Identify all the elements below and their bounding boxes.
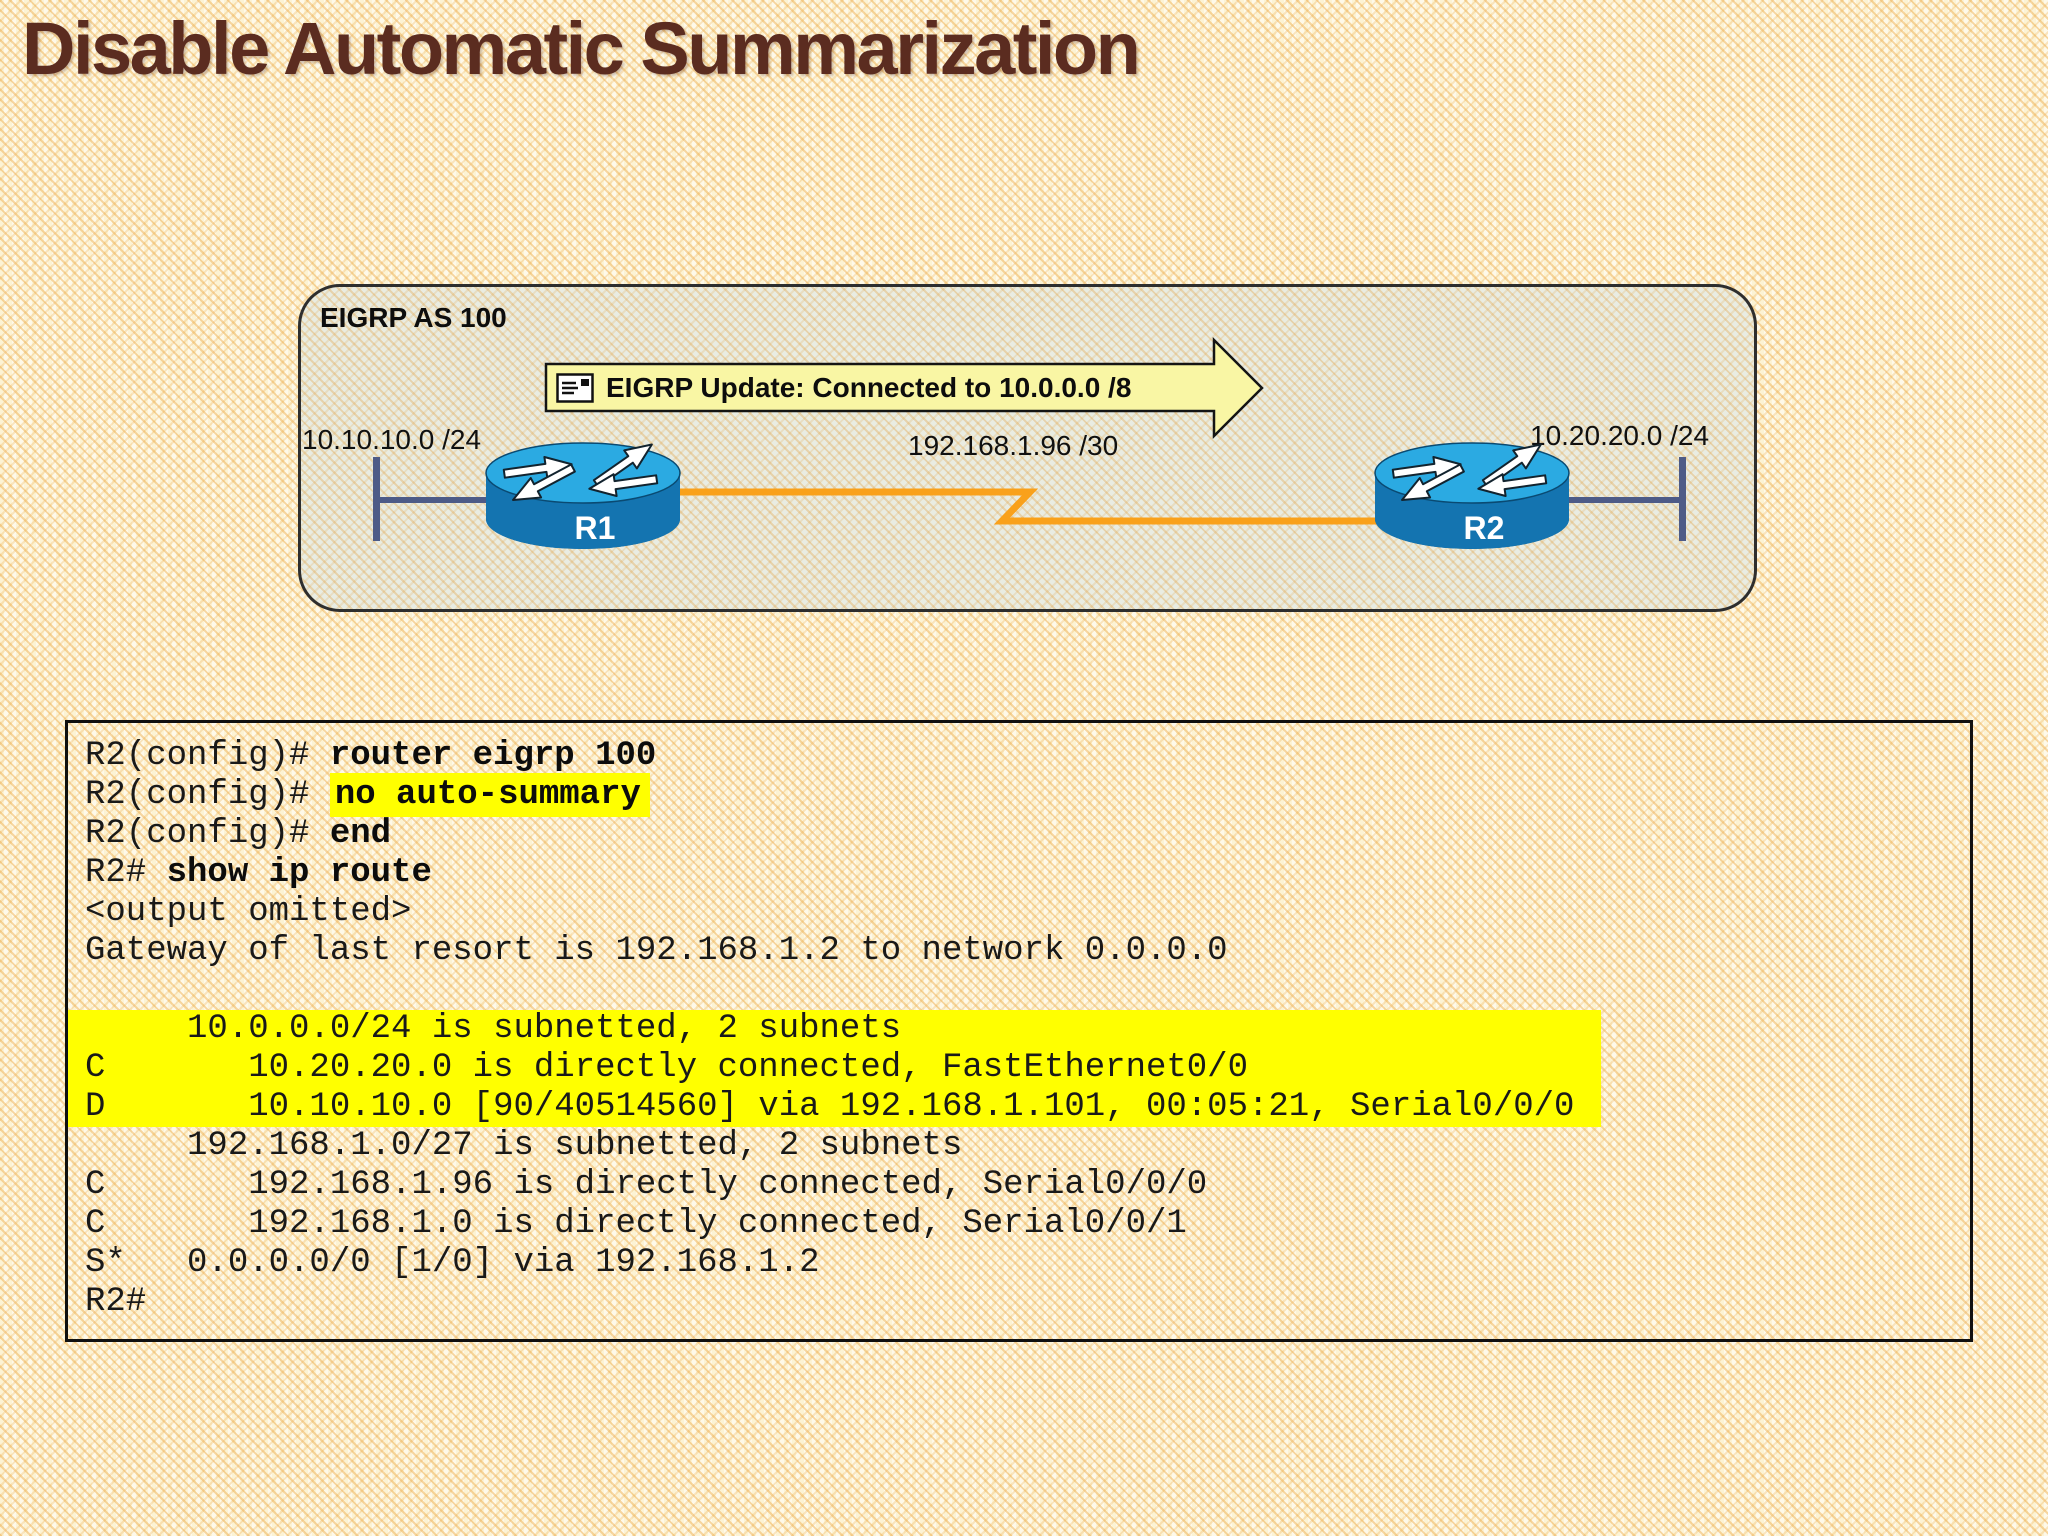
network-label-left: 10.10.10.0 /24 (302, 424, 482, 455)
network-label-serial: 192.168.1.96 /30 (908, 430, 1119, 461)
page-title: Disable Automatic Summarization (22, 7, 1141, 90)
packet-envelope-icon (556, 373, 594, 403)
console-line: <output omitted> (85, 893, 412, 931)
router-arrows (502, 443, 659, 501)
console-line: S* 0.0.0.0/0 [1/0] via 192.168.1.2 (85, 1244, 820, 1282)
console-line: R2# show ip route (85, 854, 432, 892)
eigrp-update-label: EIGRP Update: Connected to 10.0.0.0 /8 (606, 372, 1132, 403)
console-line: C 192.168.1.96 is directly connected, Se… (85, 1166, 1208, 1204)
eigrp-update-banner: EIGRP Update: Connected to 10.0.0.0 /8 (556, 364, 1131, 412)
console-line: R2(config)# end (85, 815, 392, 853)
router-arrows (1391, 443, 1548, 501)
console-line: R2# (85, 1283, 147, 1321)
console-line: 192.168.1.0/27 is subnetted, 2 subnets (85, 1127, 963, 1165)
console-line: D 10.10.10.0 [90/40514560] via 192.168.1… (68, 1088, 1601, 1127)
console-line: Gateway of last resort is 192.168.1.2 to… (85, 932, 1228, 970)
console-line: C 192.168.1.0 is directly connected, Ser… (85, 1205, 1187, 1243)
network-label-right: 10.20.20.0 /24 (1530, 420, 1710, 451)
router-r1-label: R1 (575, 510, 616, 546)
router-r2-label: R2 (1464, 510, 1505, 546)
console-line: R2(config)# router eigrp 100 (85, 737, 657, 775)
console-line: R2(config)# no auto-summary (68, 773, 1970, 817)
eigrp-as-label: EIGRP AS 100 (320, 302, 507, 333)
console-line: C 10.20.20.0 is directly connected, Fast… (68, 1049, 1601, 1088)
router-r1-icon: R1 (485, 442, 681, 549)
console-line: 10.0.0.0/24 is subnetted, 2 subnets (68, 1010, 1601, 1049)
router-r2-icon: R2 (1374, 442, 1570, 549)
console-line (68, 971, 1970, 1010)
